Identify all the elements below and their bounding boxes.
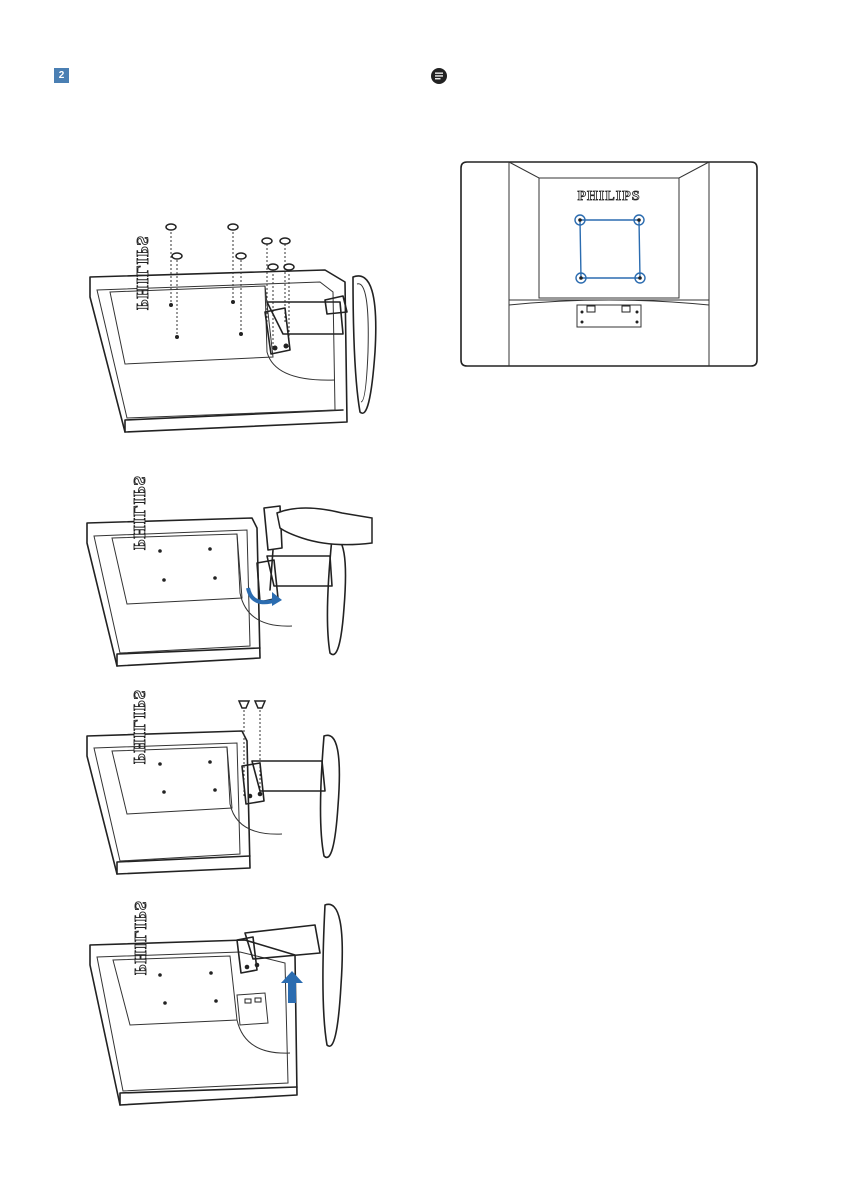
brand-logo-3: PHILIPS [130, 689, 149, 764]
illustration-vesa-back: PHILIPS [459, 160, 759, 370]
illustration-hinge-screws: PHILIPS [82, 696, 382, 876]
brand-logo-2: PHILIPS [130, 475, 149, 550]
brand-logo-rear: PHILIPS [577, 189, 640, 204]
note-icon [431, 68, 447, 84]
illustration-unscrew-hinge: PHILIPS [82, 498, 382, 668]
illustration-remove-screws: PHILIPS [85, 222, 385, 442]
brand-logo: PHILIPS [133, 235, 152, 310]
brand-logo-4: PHILIPS [131, 900, 150, 975]
step-badge: 2 [54, 68, 69, 83]
illustration-remove-stand: PHILIPS [85, 895, 385, 1110]
